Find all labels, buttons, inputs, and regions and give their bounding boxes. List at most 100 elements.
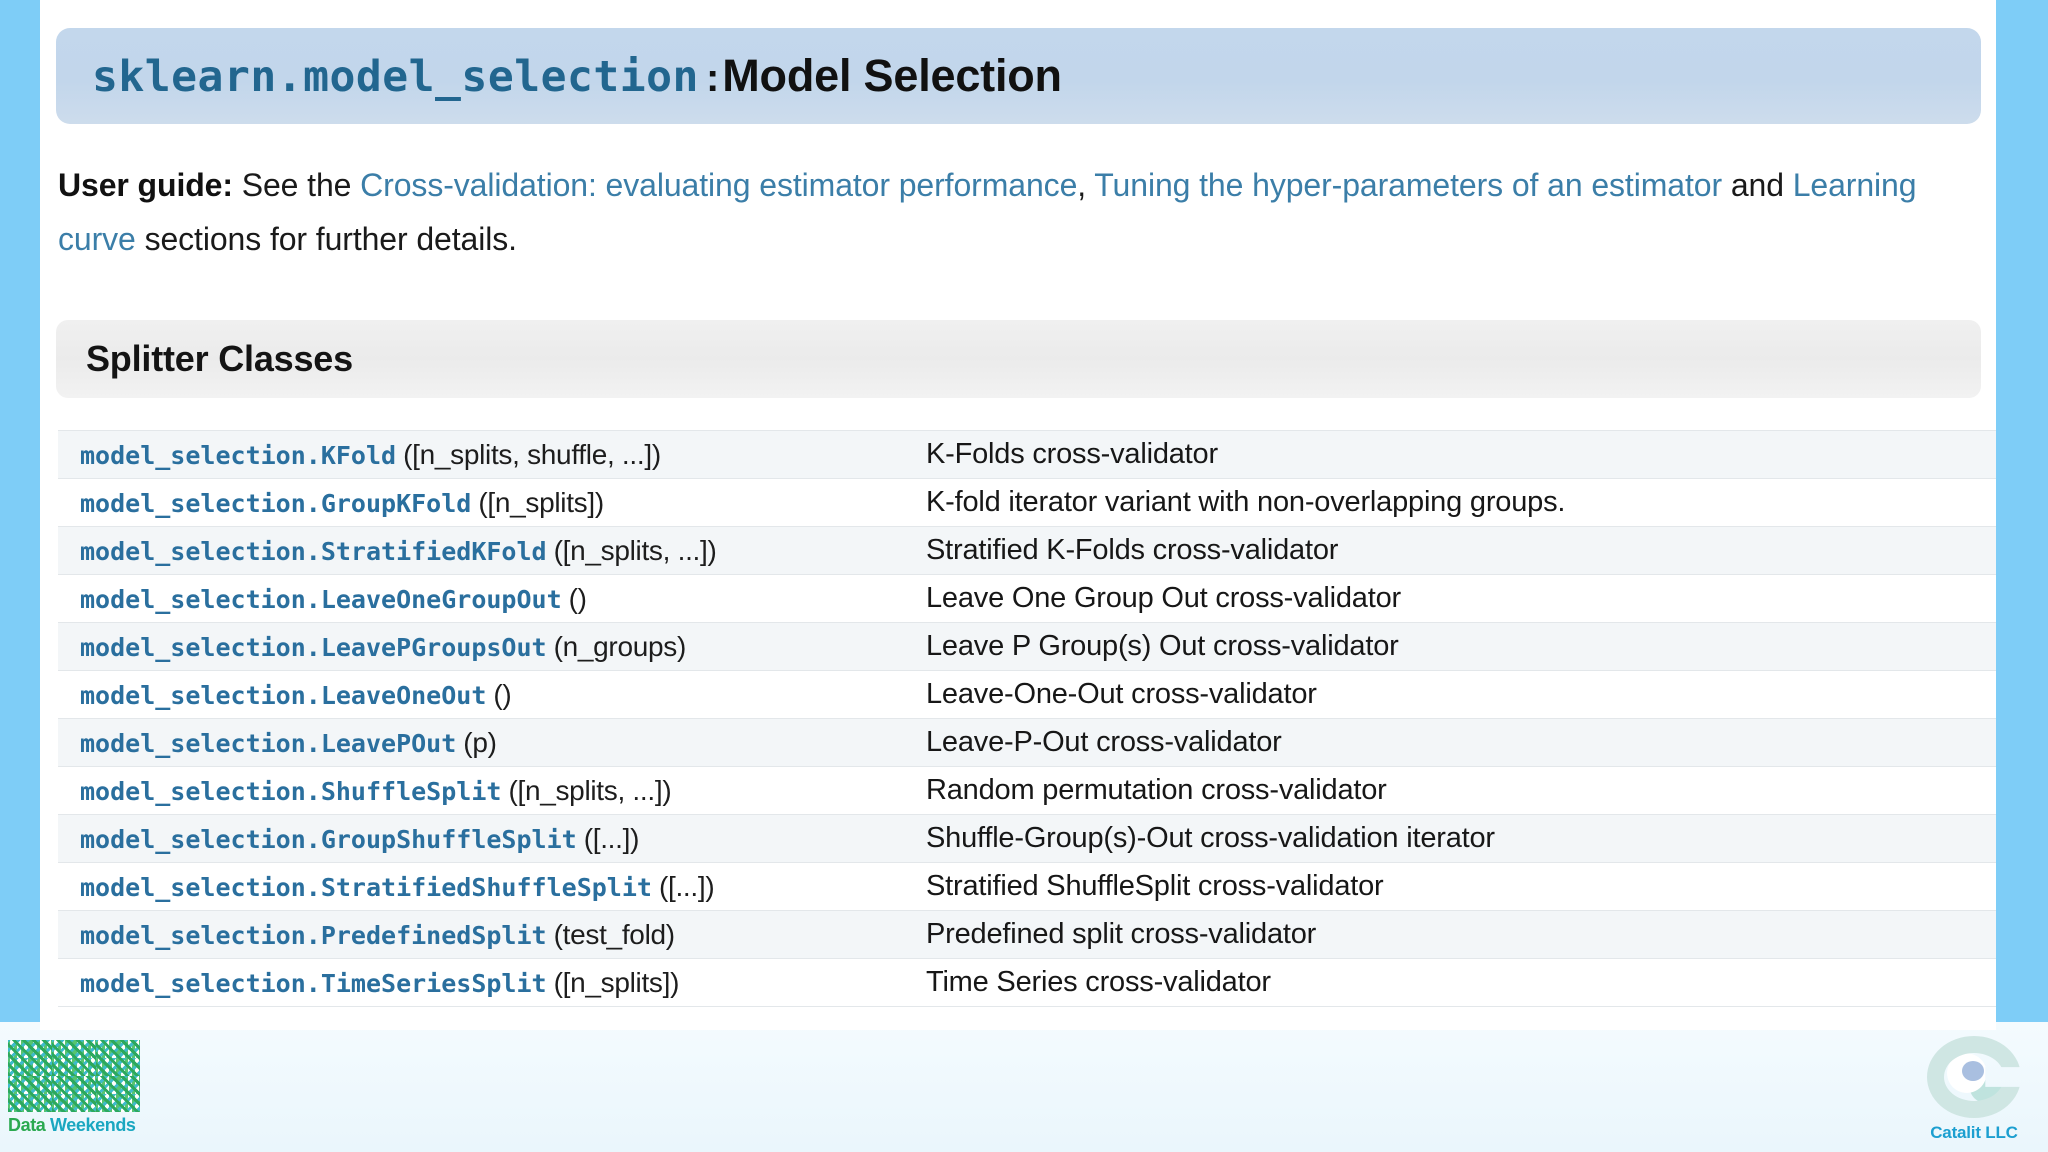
footer-band [0, 1022, 2048, 1152]
table-body: model_selection.KFold([n_splits, shuffle… [58, 430, 1996, 1007]
cell-signature: model_selection.StratifiedKFold([n_split… [58, 526, 920, 575]
table-row: model_selection.ShuffleSplit([n_splits, … [58, 766, 1996, 815]
class-link[interactable]: model_selection.StratifiedKFold [80, 536, 547, 566]
class-description: Leave-P-Out cross-validator [926, 726, 1282, 758]
user-guide-label: User guide: [58, 167, 233, 203]
table-row: model_selection.StratifiedShuffleSplit([… [58, 862, 1996, 911]
class-description: Stratified ShuffleSplit cross-validator [926, 870, 1384, 902]
cell-signature: model_selection.TimeSeriesSplit([n_split… [58, 958, 920, 1007]
catalit-logo: Catalit LLC [1908, 1036, 2040, 1148]
class-args: () [493, 678, 512, 710]
class-description: Time Series cross-validator [926, 966, 1271, 998]
module-title: Model Selection [722, 50, 1062, 101]
splitter-classes-table: model_selection.KFold([n_splits, shuffle… [58, 430, 1996, 1007]
user-guide-comma: , [1077, 167, 1087, 203]
class-args: () [568, 582, 587, 614]
class-args: ([n_splits, ...]) [508, 774, 672, 806]
table-row: model_selection.GroupShuffleSplit([...])… [58, 814, 1996, 863]
table-row: model_selection.StratifiedKFold([n_split… [58, 526, 1996, 575]
cell-description: Time Series cross-validator [920, 958, 1996, 1007]
cube-weave-icon [8, 1040, 140, 1112]
class-args: ([...]) [658, 870, 715, 902]
table-row: model_selection.LeaveOneOut()Leave-One-O… [58, 670, 1996, 719]
class-link[interactable]: model_selection.TimeSeriesSplit [80, 968, 547, 998]
class-link[interactable]: model_selection.KFold [80, 440, 397, 470]
class-link[interactable]: model_selection.GroupShuffleSplit [80, 824, 577, 854]
cell-signature: model_selection.LeavePGroupsOut(n_groups… [58, 622, 920, 671]
module-title-inner: sklearn.model_selection:Model Selection [56, 50, 1062, 102]
cell-signature: model_selection.LeaveOneGroupOut() [58, 574, 920, 623]
class-args: ([n_splits, shuffle, ...]) [403, 438, 661, 470]
class-description: Shuffle-Group(s)-Out cross-validation it… [926, 822, 1495, 854]
class-description: Leave-One-Out cross-validator [926, 678, 1317, 710]
module-separator: : [705, 56, 720, 100]
document-page: sklearn.model_selection:Model Selection … [40, 0, 1996, 1030]
class-description: Leave One Group Out cross-validator [926, 582, 1401, 614]
module-code: sklearn.model_selection [92, 52, 699, 102]
cell-signature: model_selection.ShuffleSplit([n_splits, … [58, 766, 920, 815]
cell-description: Stratified K-Folds cross-validator [920, 526, 1996, 575]
class-description: Leave P Group(s) Out cross-validator [926, 630, 1399, 662]
cell-signature: model_selection.GroupShuffleSplit([...]) [58, 814, 920, 863]
class-link[interactable]: model_selection.ShuffleSplit [80, 776, 502, 806]
protein-ribbon-icon [1927, 1036, 2021, 1118]
cell-description: Leave-P-Out cross-validator [920, 718, 1996, 767]
cell-description: Leave P Group(s) Out cross-validator [920, 622, 1996, 671]
link-tuning-hyperparameters[interactable]: Tuning the hyper-parameters of an estima… [1094, 167, 1723, 203]
table-row: model_selection.KFold([n_splits, shuffle… [58, 430, 1996, 479]
class-link[interactable]: model_selection.StratifiedShuffleSplit [80, 872, 652, 902]
class-link[interactable]: model_selection.LeaveOneGroupOut [80, 584, 562, 614]
table-row: model_selection.LeaveOneGroupOut()Leave … [58, 574, 1996, 623]
logo-word-data: Data [8, 1115, 46, 1135]
table-row: model_selection.GroupKFold([n_splits])K-… [58, 478, 1996, 527]
link-learning-curve[interactable]: Learning curve [58, 167, 1917, 257]
cell-description: Leave-One-Out cross-validator [920, 670, 1996, 719]
class-link[interactable]: model_selection.LeaveOneOut [80, 680, 487, 710]
class-description: Predefined split cross-validator [926, 918, 1317, 950]
user-guide-lead: See the [241, 167, 352, 203]
catalit-label: Catalit LLC [1930, 1123, 2018, 1142]
cell-description: Predefined split cross-validator [920, 910, 1996, 959]
logo-word-weekends: Weekends [50, 1115, 136, 1135]
cell-description: K-fold iterator variant with non-overlap… [920, 478, 1996, 527]
section-header-splitter-classes: Splitter Classes [56, 320, 1981, 398]
class-link[interactable]: model_selection.LeavePOut [80, 728, 457, 758]
class-description: Random permutation cross-validator [926, 774, 1387, 806]
table-row: model_selection.LeavePOut(p)Leave-P-Out … [58, 718, 1996, 767]
data-weekends-wordmark: Data Weekends [8, 1115, 148, 1136]
class-description: K-Folds cross-validator [926, 438, 1218, 470]
cell-signature: model_selection.PredefinedSplit(test_fol… [58, 910, 920, 959]
class-args: (p) [463, 726, 497, 758]
user-guide-paragraph: User guide: See the Cross-validation: ev… [58, 158, 1988, 266]
class-args: ([n_splits]) [478, 486, 604, 518]
cell-signature: model_selection.KFold([n_splits, shuffle… [58, 430, 920, 479]
cell-description: K-Folds cross-validator [920, 430, 1996, 479]
class-args: (test_fold) [553, 918, 676, 950]
cell-signature: model_selection.StratifiedShuffleSplit([… [58, 862, 920, 911]
class-link[interactable]: model_selection.PredefinedSplit [80, 920, 547, 950]
link-cross-validation[interactable]: Cross-validation: evaluating estimator p… [360, 167, 1078, 203]
class-link[interactable]: model_selection.LeavePGroupsOut [80, 632, 547, 662]
cell-description: Shuffle-Group(s)-Out cross-validation it… [920, 814, 1996, 863]
cell-signature: model_selection.LeaveOneOut() [58, 670, 920, 719]
class-args: ([n_splits, ...]) [553, 534, 717, 566]
cell-description: Stratified ShuffleSplit cross-validator [920, 862, 1996, 911]
class-args: (n_groups) [553, 630, 687, 662]
module-title-bar: sklearn.model_selection:Model Selection [56, 28, 1981, 124]
cell-description: Leave One Group Out cross-validator [920, 574, 1996, 623]
user-guide-tail: sections for further details. [144, 221, 517, 257]
table-row: model_selection.TimeSeriesSplit([n_split… [58, 958, 1996, 1007]
user-guide-and: and [1730, 167, 1784, 203]
cell-signature: model_selection.GroupKFold([n_splits]) [58, 478, 920, 527]
data-weekends-logo: Data Weekends [8, 1040, 148, 1144]
class-args: ([...]) [583, 822, 640, 854]
class-args: ([n_splits]) [553, 966, 680, 998]
section-title: Splitter Classes [86, 338, 353, 379]
class-link[interactable]: model_selection.GroupKFold [80, 488, 472, 518]
class-description: K-fold iterator variant with non-overlap… [926, 486, 1566, 518]
table-row: model_selection.PredefinedSplit(test_fol… [58, 910, 1996, 959]
cell-description: Random permutation cross-validator [920, 766, 1996, 815]
cell-signature: model_selection.LeavePOut(p) [58, 718, 920, 767]
table-row: model_selection.LeavePGroupsOut(n_groups… [58, 622, 1996, 671]
